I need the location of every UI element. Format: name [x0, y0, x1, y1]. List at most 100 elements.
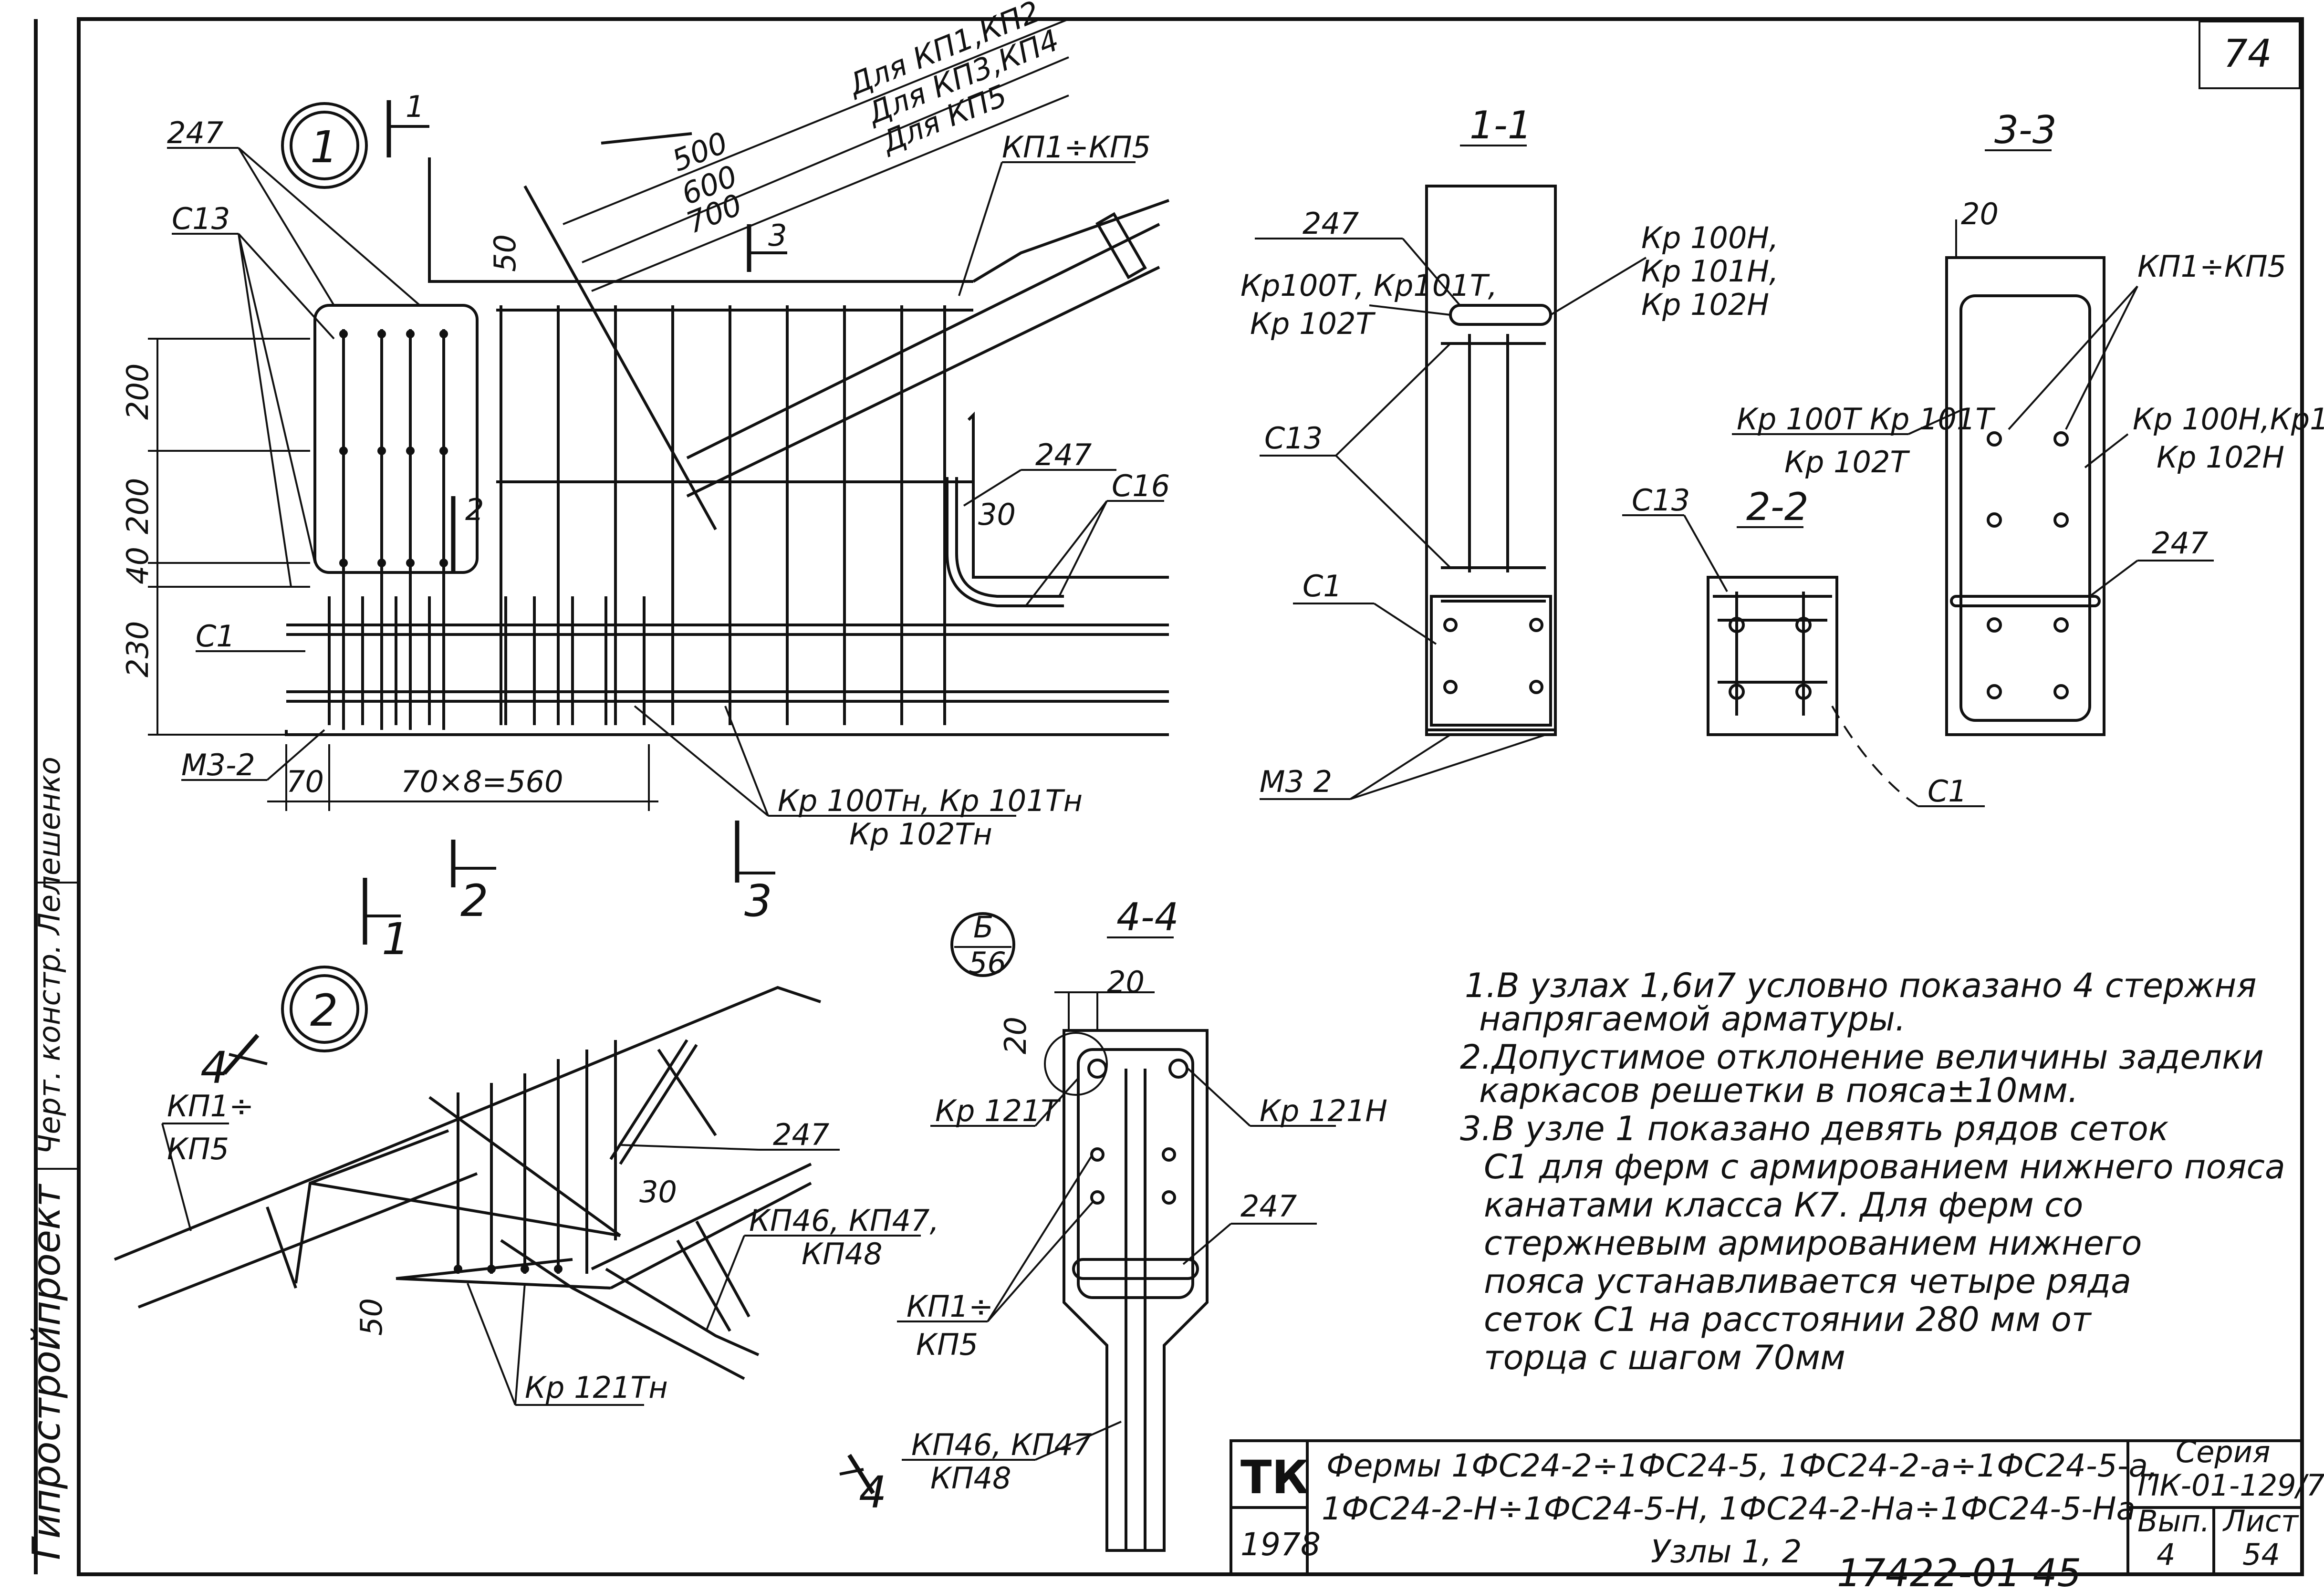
sheet-label: Лист [2222, 1504, 2299, 1539]
label-kp46-sec44: КП46, КП47 [911, 1427, 1092, 1462]
section-3-3-title: 3-3 [1994, 108, 2057, 152]
note-line-9: пояса устанавливается четыре ряда [1484, 1262, 2131, 1301]
section-1-1: 1-1 247 Кр100Т, Кр101Т, Кр 102Т Кр 100Н,… [1240, 103, 1779, 800]
dim-50-node1: 50 [488, 234, 522, 272]
label-kp5-node2: КП5 [167, 1132, 229, 1166]
label-kp48-node2: КП48 [802, 1237, 883, 1271]
dim-70x8: 70×8=560 [401, 764, 563, 799]
label-kp1-kp5-sec33: КП1÷КП5 [2137, 249, 2286, 284]
label-kr121t-sec44: Кр 121Т [935, 1093, 1061, 1128]
label-kr102h-sec11: Кр 102Н [1641, 287, 1769, 322]
title-line-1: Фермы 1ФС24-2÷1ФС24-5, 1ФС24-2-а÷1ФС24-5… [1326, 1447, 2158, 1484]
label-kr101h-sec11: Кр 101Н, [1641, 254, 1779, 289]
note-line-3: 2.Допустимое отклонение величины заделки [1460, 1038, 2264, 1077]
dim-200-b: 200 [120, 478, 155, 534]
label-c16: С16 [1112, 468, 1170, 503]
label-kr102: Кр 102Тн [849, 817, 992, 852]
dim-50-node2: 50 [354, 1298, 389, 1336]
label-kp46-kp47: КП46, КП47, [749, 1203, 939, 1238]
label-kr102t-sec33: Кр 102Т [1784, 445, 1910, 479]
label-kr121-node2: Кр 121Тн [525, 1370, 668, 1405]
label-kr102h-sec33: Кр 102Н [2157, 440, 2284, 475]
node1-number: 1 [310, 122, 338, 173]
title-line-2: 1ФС24-2-Н÷1ФС24-5-Н, 1ФС24-2-На÷1ФС24-5-… [1322, 1490, 2136, 1527]
note-line-5: 3.В узле 1 показано девять рядов сеток [1460, 1109, 2168, 1148]
label-kr100-kr101: Кр 100Тн, Кр 101Тн [778, 783, 1083, 818]
section-4-4-title: 4-4 [1116, 895, 1179, 939]
side-dept-name: Черт. констр. Лелешенко [32, 757, 67, 1154]
issue-value: 4 [2157, 1537, 2175, 1572]
label-247-sec44: 247 [1240, 1189, 1297, 1224]
note-line-7: канатами класса К7. Для ферм со [1484, 1185, 2083, 1225]
label-kp48-sec44: КП48 [930, 1461, 1011, 1496]
sheet-frame [77, 17, 2304, 1576]
series-label: Серия [2176, 1435, 2270, 1469]
note-line-2: напрягаемой арматуры. [1479, 999, 1906, 1039]
label-kp1-node2: КП1÷ [167, 1089, 254, 1123]
note-line-10: сеток С1 на расстоянии 280 мм от [1484, 1300, 2092, 1339]
sheet-corner-number: 74 [2223, 31, 2272, 76]
label-247-node2: 247 [773, 1117, 829, 1152]
label-kp1-sec44: КП1÷ [907, 1289, 993, 1324]
dim-20-sec44-top: 20 [1107, 965, 1145, 999]
title-subtitle: Узлы 1, 2 [1651, 1533, 1802, 1570]
dim-20-sec33: 20 [1961, 197, 1999, 231]
section-mark-3-bottom: 3 [744, 875, 772, 926]
bottom-archive-number: 17422-01 45 [1837, 1551, 2081, 1591]
note-line-8: стержневым армированием нижнего [1484, 1224, 2142, 1263]
dim-230: 230 [120, 621, 155, 677]
label-c13-sec11: С13 [1264, 421, 1323, 456]
label-c13-node1: С13 [172, 201, 230, 236]
node1-view: 1 1 [120, 0, 1170, 965]
section-mark-1-bottom: 1 [382, 914, 410, 965]
detail-ref-top: Б [973, 910, 994, 945]
label-c1-sec11: С1 [1303, 569, 1342, 603]
note-line-1: 1.В узлах 1,6и7 условно показано 4 стерж… [1465, 966, 2256, 1005]
section-mark-2-bottom: 2 [460, 875, 489, 926]
title-block-year: 1978 [1240, 1526, 1321, 1563]
label-247-node1-right: 247 [1035, 437, 1092, 472]
issue-label: Вып. [2137, 1504, 2210, 1539]
dim-40: 40 [120, 547, 155, 584]
label-kr100h-sec11: Кр 100Н, [1641, 220, 1779, 255]
label-c13-sec22: С13 [1632, 483, 1690, 518]
section-mark-3-inline: 3 [768, 218, 787, 253]
node2-number: 2 [310, 985, 338, 1036]
label-kr100t-sec11: Кр100Т, Кр101Т, [1240, 268, 1497, 303]
section-mark-4-node2: 4 [200, 1042, 229, 1093]
label-247-sec11: 247 [1303, 206, 1359, 241]
side-org-name: Гипростройпроект [24, 1184, 69, 1560]
section-mark-2-inline: 2 [465, 492, 484, 527]
label-kp5-sec44: КП5 [916, 1327, 978, 1362]
label-247-sec33: 247 [2152, 526, 2208, 561]
label-kr121h-sec44: Кр 121Н [1260, 1093, 1387, 1128]
section-2-2-title: 2-2 [1746, 485, 1809, 529]
label-c1-sec22: С1 [1928, 774, 1967, 809]
section-4-4: 4-4 Б 56 20 20 Кр 121Т Кр 121Н 247 КП1÷ … [839, 895, 1387, 1552]
section-mark-1-top: 1 [406, 89, 424, 124]
section-1-1-title: 1-1 [1469, 103, 1532, 147]
dim-30-node2: 30 [639, 1175, 677, 1209]
dim-200-a: 200 [120, 364, 155, 420]
title-block-logo: ТК [1240, 1451, 1309, 1504]
label-kr100t-sec33: Кр 100Т Кр 101Т [1737, 402, 1995, 437]
dim-20-sec44-side: 20 [998, 1017, 1033, 1054]
label-kp1-kp5-node1: КП1÷КП5 [1002, 130, 1151, 165]
title-block: ТК 1978 Фермы 1ФС24-2÷1ФС24-5, 1ФС24-2-а… [1230, 1435, 2324, 1576]
note-line-6: С1 для ферм с армированием нижнего пояса [1484, 1147, 2285, 1186]
series-value: ПК-01-129/78 [2137, 1468, 2324, 1503]
note-line-4: каркасов решетки в пояса±10мм. [1479, 1071, 2078, 1110]
node2-view: 2 КП1÷ КП5 4 247 30 [114, 966, 939, 1406]
detail-ref-bottom: 56 [969, 946, 1006, 980]
section-mark-4-sec44: 4 [859, 1467, 887, 1518]
general-notes: 1.В узлах 1,6и7 условно показано 4 стерж… [1460, 966, 2285, 1377]
label-247-node1: 247 [167, 115, 223, 150]
dim-30-node1: 30 [978, 497, 1016, 532]
label-c1-node1: С1 [196, 619, 235, 654]
label-m32-node1: М3-2 [181, 748, 255, 782]
label-m32-sec11: М3 2 [1260, 764, 1332, 799]
note-line-11: торца с шагом 70мм [1484, 1338, 1845, 1377]
label-kr102t-sec11: Кр 102Т [1250, 306, 1376, 341]
